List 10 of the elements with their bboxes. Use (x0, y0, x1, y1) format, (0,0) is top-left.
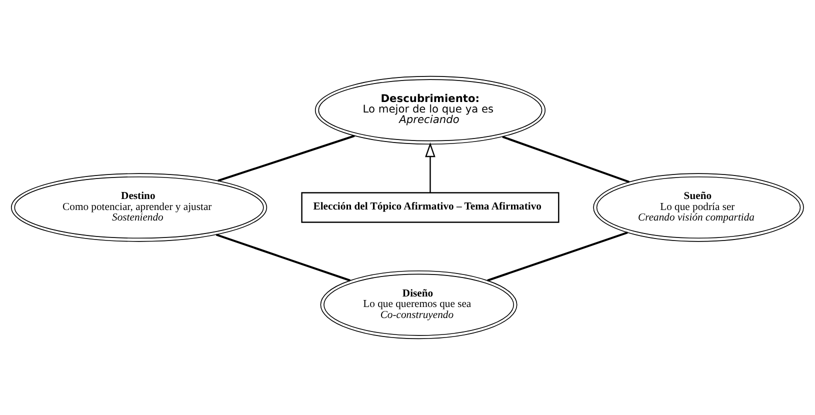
arrow (425, 142, 436, 193)
node-ellipse: Diseño Lo que queremos que sea Co-construyendo (320, 270, 518, 340)
node-box: Elección del Tópico Afirmativo – Tema Afirmativo (301, 192, 560, 223)
node-ellipse: Sueño Lo que podría ser Creando visión compartida (593, 173, 804, 242)
node-ellipse: Descubrimiento: Lo mejor de lo que ya es Apreciando (314, 76, 546, 145)
connector (216, 234, 351, 282)
connector (502, 136, 630, 183)
connector (218, 134, 355, 182)
node-ellipse: Destino Como potenciar, aprender y ajustar Sosteniendo (10, 173, 268, 242)
connector (487, 232, 628, 282)
